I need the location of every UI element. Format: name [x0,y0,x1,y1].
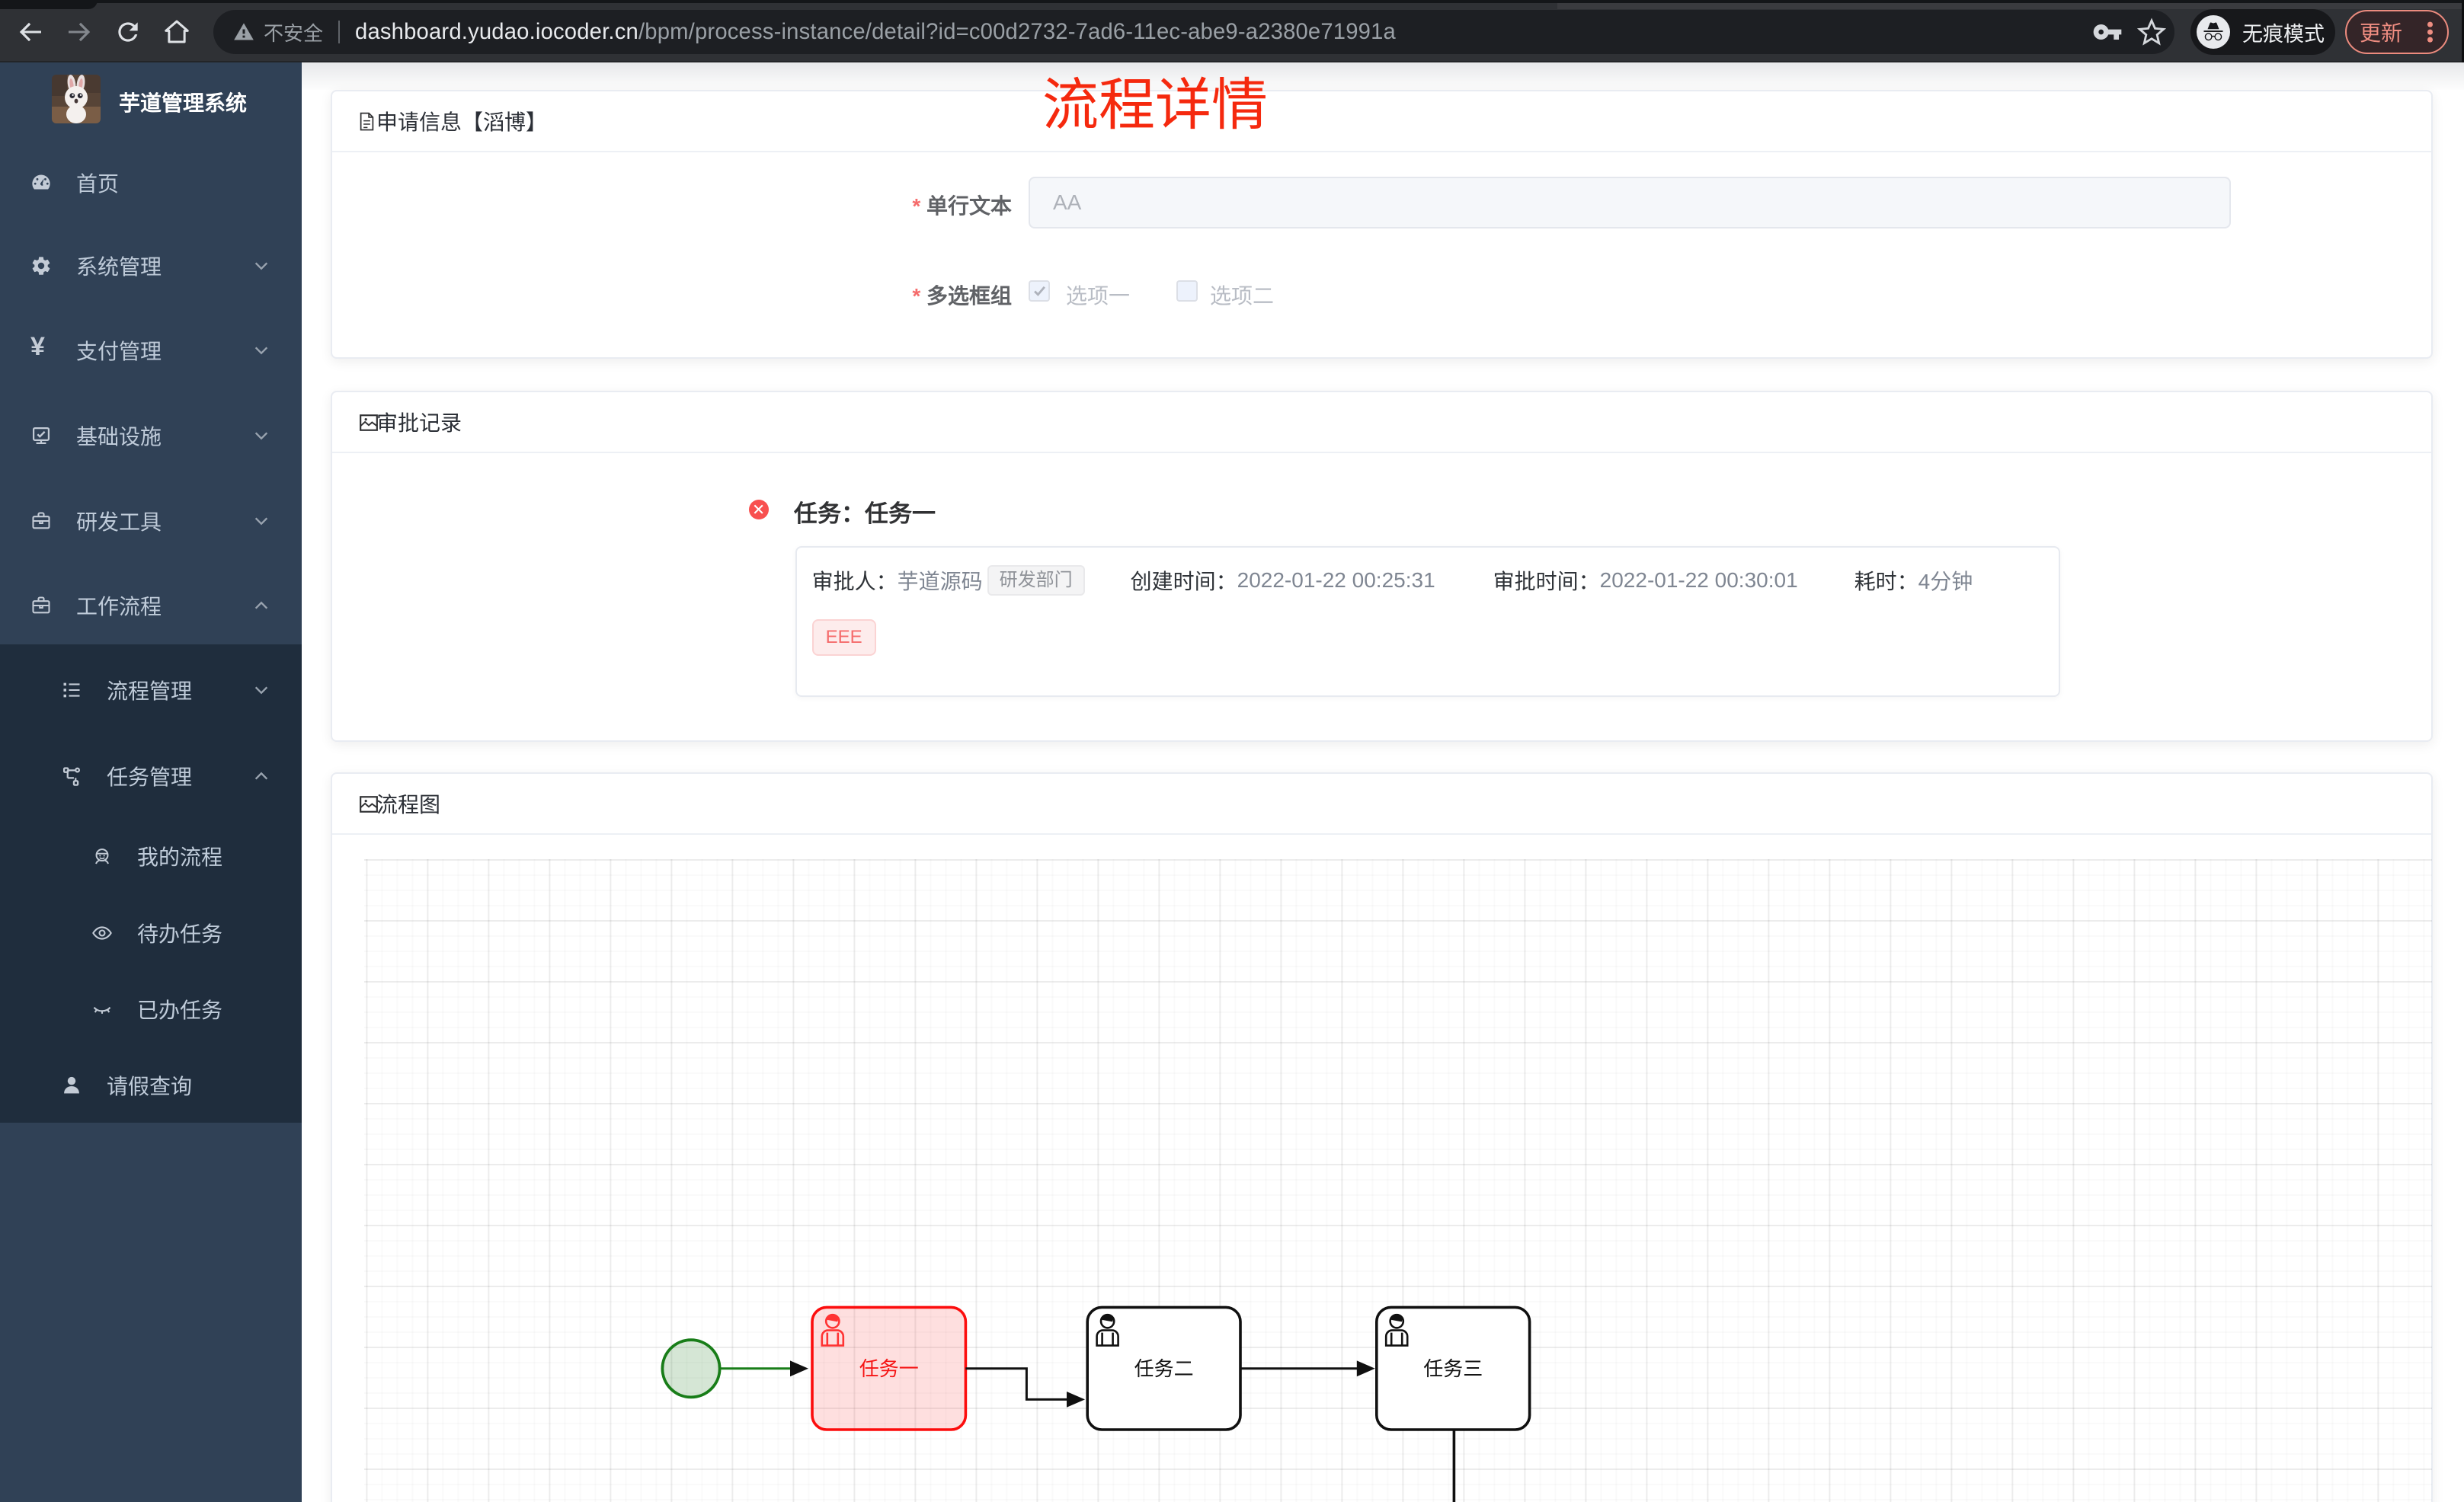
svg-text:任务一: 任务一 [859,1357,919,1380]
svg-text:任务二: 任务二 [1134,1357,1194,1380]
svg-text:任务三: 任务三 [1423,1357,1483,1380]
